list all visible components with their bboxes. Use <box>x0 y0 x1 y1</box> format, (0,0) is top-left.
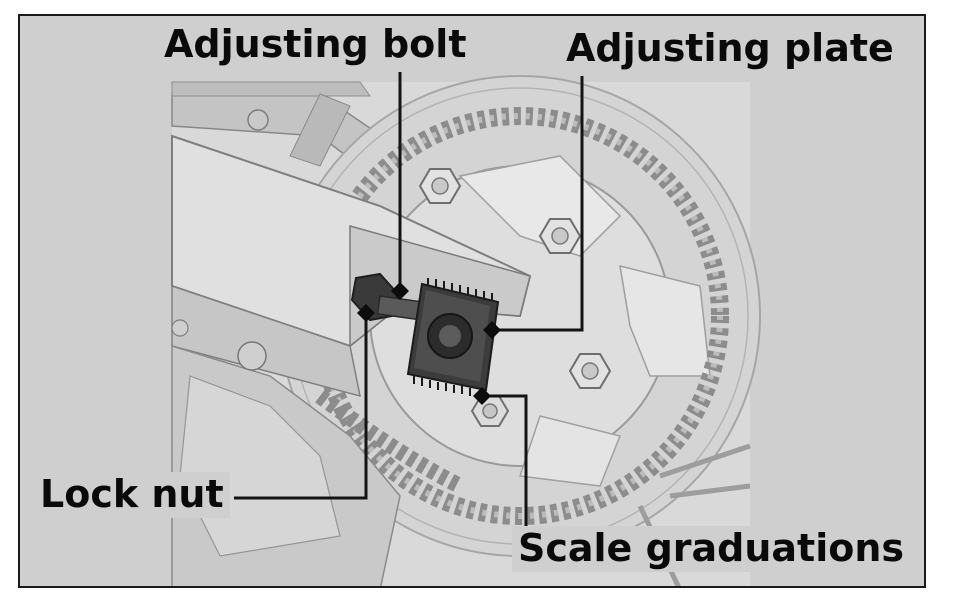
callout-lock-nut: Lock nut <box>34 472 230 518</box>
marker-lock-nut <box>357 304 375 322</box>
sprocket-bolts <box>418 168 612 427</box>
pointer-markers <box>357 282 501 405</box>
leader-lines <box>234 72 584 534</box>
callout-adjusting-bolt: Adjusting bolt <box>158 22 473 68</box>
diagram-frame: Adjusting bolt Adjusting plate Lock nut … <box>18 14 926 588</box>
adjusting-plate-part <box>406 278 500 396</box>
marker-adjusting-bolt <box>391 282 409 300</box>
marker-adjusting-plate <box>483 321 501 339</box>
marker-scale-graduations <box>473 387 491 405</box>
leader-line-lock-nut <box>234 312 368 500</box>
leader-line-adjusting-plate <box>494 76 584 332</box>
leader-line-scale-graduations <box>482 394 528 534</box>
rear-axle-illustration <box>171 72 761 586</box>
callout-adjusting-plate: Adjusting plate <box>560 26 900 72</box>
callout-scale-graduations: Scale graduations <box>512 526 911 572</box>
